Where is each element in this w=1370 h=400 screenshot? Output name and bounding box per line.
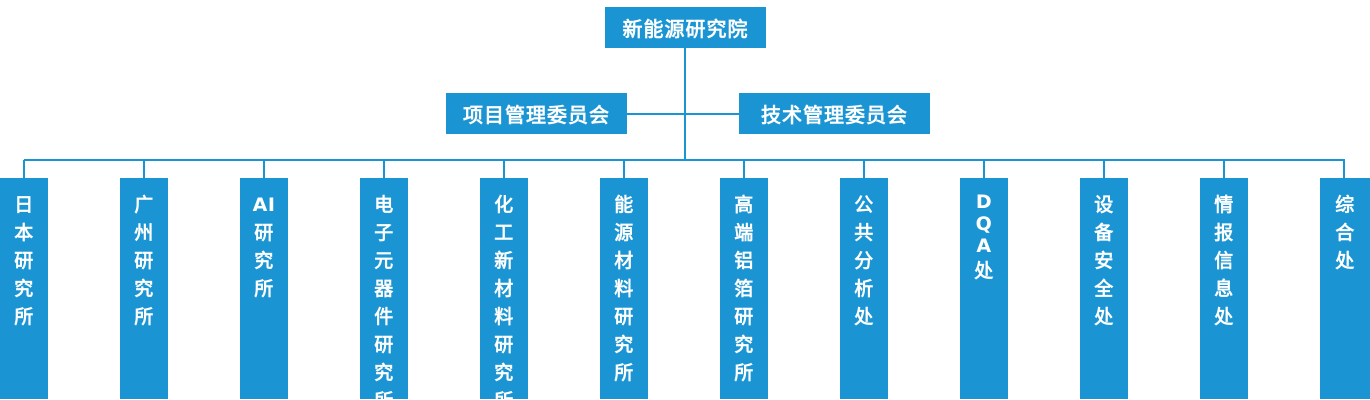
- department-box-1: 广州研究所: [120, 178, 168, 399]
- department-label-line: 情: [1214, 194, 1234, 216]
- department-label-line: 究: [374, 362, 394, 384]
- department-box-5: 能源材料研究所: [600, 178, 648, 399]
- department-label-line: 研: [14, 250, 34, 272]
- department-box-10: 情报信息处: [1200, 178, 1248, 399]
- department-label-line: 能: [614, 194, 634, 216]
- department-label-line: 处: [1094, 306, 1114, 328]
- department-label-line: 所: [360, 387, 408, 400]
- department-box-0: 日本研究所: [0, 178, 48, 399]
- connector-stub: [983, 160, 985, 179]
- department-label-line: 全: [1094, 278, 1114, 300]
- committee-label: 技术管理委员会: [761, 103, 908, 127]
- department-box-3: 电子元器件研究所: [360, 178, 408, 400]
- department-label-line: 公: [854, 194, 874, 216]
- connector-stub: [863, 160, 865, 179]
- connector-stub: [383, 160, 385, 179]
- department-label-line: 广: [134, 194, 154, 216]
- department-label-line: 所: [480, 387, 528, 400]
- connector-stub: [743, 160, 745, 179]
- connector-children-horizontal: [24, 159, 1345, 161]
- department-label-line: 处: [974, 260, 994, 282]
- department-label-line: 研: [134, 250, 154, 272]
- department-label-line: 子: [374, 222, 394, 244]
- department-label-line: 究: [254, 250, 274, 272]
- department-label-line: 研: [734, 306, 754, 328]
- department-label-line: 高: [734, 194, 754, 216]
- department-label-line: 材: [494, 278, 514, 300]
- department-label-line: 息: [1214, 278, 1234, 300]
- department-label-line: 究: [494, 362, 514, 384]
- department-label-line: 所: [614, 362, 634, 384]
- department-label-line: 合: [1335, 222, 1355, 244]
- connector-stub: [1223, 160, 1225, 179]
- department-label-line: 析: [854, 278, 874, 300]
- department-label-line: 铝: [734, 250, 754, 272]
- department-label-line: 研: [494, 334, 514, 356]
- department-label-line: 源: [614, 222, 634, 244]
- committee-node-technology-management: 技术管理委员会: [739, 93, 930, 134]
- department-label-line: 安: [1094, 250, 1114, 272]
- department-label-line: 日: [14, 194, 34, 216]
- department-label-line: 究: [14, 278, 34, 300]
- committee-node-project-management: 项目管理委员会: [446, 93, 627, 134]
- department-label-line: 究: [614, 334, 634, 356]
- connector-committees-horizontal: [627, 113, 739, 115]
- department-box-9: 设备安全处: [1080, 178, 1128, 399]
- department-label-line: 研: [254, 222, 274, 244]
- department-label-line: 所: [734, 362, 754, 384]
- department-label-line: 处: [1214, 306, 1234, 328]
- connector-root-vertical: [684, 47, 686, 160]
- connector-stub: [263, 160, 265, 179]
- committee-label: 项目管理委员会: [463, 103, 610, 127]
- department-label-line: 所: [254, 278, 274, 300]
- root-node: 新能源研究院: [605, 7, 766, 48]
- department-label-line: 所: [14, 306, 34, 328]
- connector-stub: [1103, 160, 1105, 179]
- department-label-line: 分: [854, 250, 874, 272]
- department-label-line: 本: [14, 222, 34, 244]
- connector-stub: [143, 160, 145, 179]
- root-node-label: 新能源研究院: [622, 17, 749, 41]
- connector-stub: [23, 160, 25, 179]
- department-label-line: 综: [1335, 194, 1355, 216]
- department-label-line: 备: [1094, 222, 1114, 244]
- department-label-line: 州: [134, 222, 154, 244]
- department-box-6: 高端铝箔研究所: [720, 178, 768, 399]
- connector-stub: [1343, 160, 1345, 179]
- department-box-11: 综合处: [1320, 178, 1370, 399]
- department-label-line: 件: [374, 306, 394, 328]
- department-label-line: 材: [614, 250, 634, 272]
- department-label-line: 设: [1094, 194, 1114, 216]
- connector-stub: [623, 160, 625, 179]
- department-label-line: D: [975, 191, 993, 213]
- department-label-line: 研: [374, 334, 394, 356]
- department-label-line: A: [976, 235, 992, 257]
- department-label-line: 究: [734, 334, 754, 356]
- department-box-2: AI 研究所: [240, 178, 288, 399]
- department-label-line: 器: [374, 278, 394, 300]
- department-label-line: 处: [854, 306, 874, 328]
- department-label-line: 信: [1214, 250, 1234, 272]
- department-label-line: 研: [614, 306, 634, 328]
- department-label-line: AI: [252, 194, 276, 216]
- department-label-line: 箔: [734, 278, 754, 300]
- department-box-4: 化工新材料研究所: [480, 178, 528, 400]
- connector-stub: [503, 160, 505, 179]
- department-box-7: 公共分析处: [840, 178, 888, 399]
- department-label-line: 料: [614, 278, 634, 300]
- department-label-line: 新: [494, 250, 514, 272]
- department-label-line: 电: [374, 194, 394, 216]
- department-label-line: Q: [975, 213, 993, 235]
- department-label-line: 报: [1214, 222, 1234, 244]
- department-label-line: 究: [134, 278, 154, 300]
- department-label-line: 端: [734, 222, 754, 244]
- department-label-line: 化: [494, 194, 514, 216]
- department-label-line: 料: [494, 306, 514, 328]
- department-label-line: 元: [374, 250, 394, 272]
- department-label-line: 处: [1335, 250, 1355, 272]
- department-label-line: 工: [494, 222, 514, 244]
- department-label-line: 所: [134, 306, 154, 328]
- department-label-line: 共: [854, 222, 874, 244]
